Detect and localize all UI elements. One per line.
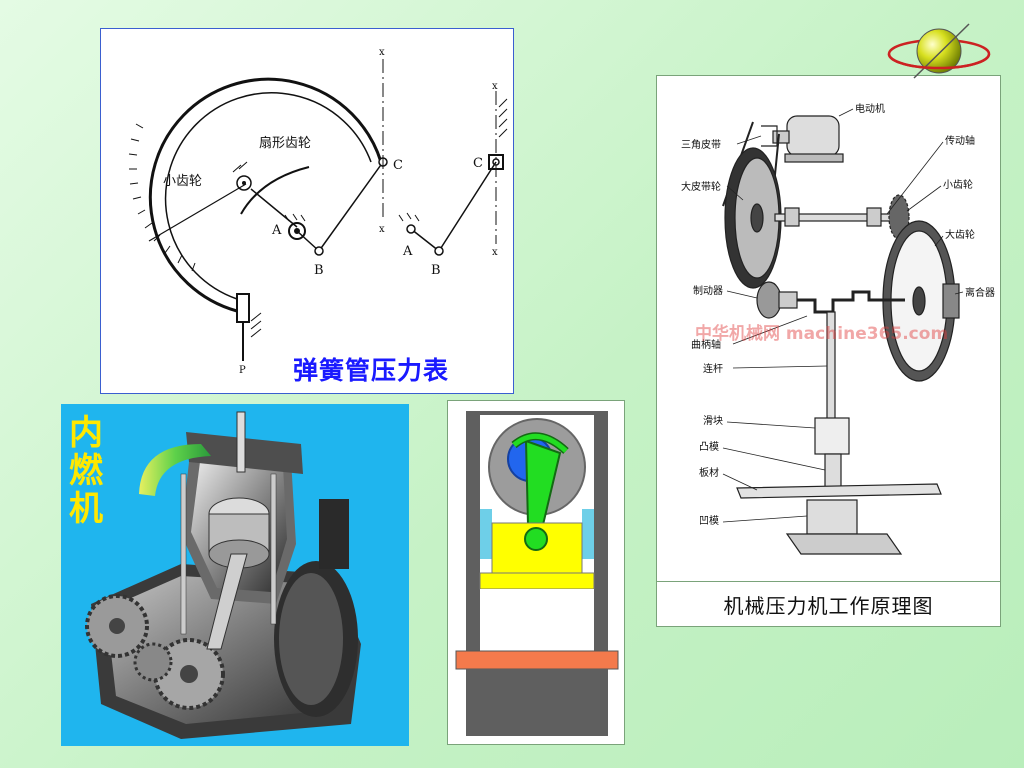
engine-panel: 内燃机 <box>61 404 409 746</box>
label-x-top2: x <box>492 81 498 92</box>
label-a1: A <box>271 223 282 238</box>
label-shaft: 传动轴 <box>945 134 975 147</box>
mechanical-press-panel: 电动机 三角皮带 传动轴 大皮带轮 小齿轮 大齿轮 制动器 离合器 曲柄轴 连杆… <box>656 75 1001 627</box>
label-motor: 电动机 <box>855 102 885 115</box>
label-x-bottom2: x <box>492 247 498 258</box>
slider-crank-panel <box>447 400 625 745</box>
pressure-gauge-title: 弹簧管压力表 <box>293 356 450 385</box>
label-die: 凹模 <box>699 515 719 527</box>
label-x-top1: x <box>379 47 385 58</box>
engine-illustration <box>85 411 361 739</box>
label-c1: C <box>393 158 403 173</box>
press-caption-box: 机械压力机工作原理图 <box>657 581 1000 627</box>
label-slider: 滑块 <box>703 415 723 427</box>
label-a2: A <box>402 244 413 259</box>
label-sector-gear: 扇形齿轮 <box>259 135 311 151</box>
label-rod: 连杆 <box>703 362 723 375</box>
label-b1: B <box>314 263 324 278</box>
mechanical-press-diagram: 电动机 三角皮带 传动轴 大皮带轮 小齿轮 大齿轮 制动器 离合器 曲柄轴 连杆… <box>681 102 995 555</box>
label-c2: C <box>473 156 483 171</box>
slider-crank-diagram <box>455 411 619 736</box>
label-x-bottom1: x <box>379 224 385 235</box>
press-watermark: 中华机械网 machine365.com <box>695 324 949 344</box>
label-big-pulley: 大皮带轮 <box>681 180 721 193</box>
press-caption: 机械压力机工作原理图 <box>723 594 934 618</box>
label-big-gear: 大齿轮 <box>945 228 975 241</box>
label-punch: 凸模 <box>699 441 719 453</box>
engine-title: 内燃机 <box>69 413 103 529</box>
label-v-belt: 三角皮带 <box>681 138 721 151</box>
label-pinion: 小齿轮 <box>163 174 202 189</box>
pressure-gauge-diagram: 扇形齿轮 小齿轮 C C A A B B x x x x P <box>128 47 508 376</box>
label-crankshaft: 曲柄轴 <box>691 338 721 351</box>
label-b2: B <box>431 263 441 278</box>
pressure-gauge-panel: 扇形齿轮 小齿轮 C C A A B B x x x x P 弹簧管压力表 <box>100 28 514 394</box>
label-p: P <box>239 365 246 376</box>
label-brake: 制动器 <box>693 284 723 297</box>
label-clutch: 离合器 <box>965 286 995 299</box>
label-small-gear: 小齿轮 <box>943 178 973 191</box>
globe-orbit-icon <box>887 23 991 79</box>
label-sheet: 板材 <box>699 466 719 479</box>
